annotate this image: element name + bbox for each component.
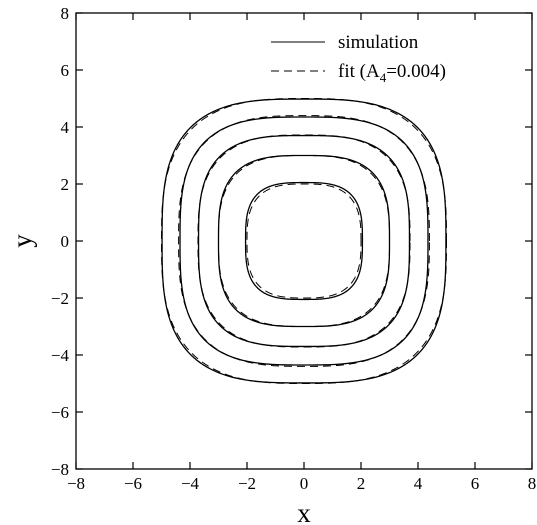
x-tick-label: 6 <box>471 474 480 493</box>
x-tick-label: −6 <box>124 474 142 493</box>
fit-contour <box>246 183 362 299</box>
fit-contour <box>217 154 390 328</box>
y-tick-label: 4 <box>61 118 70 137</box>
x-tick-label: 2 <box>357 474 366 493</box>
y-tick-label: 8 <box>61 4 70 23</box>
simulation-contour <box>244 181 364 301</box>
x-tick-label: −4 <box>181 474 200 493</box>
legend-label-simulation: simulation <box>338 32 419 53</box>
y-tick-label: 0 <box>61 232 70 251</box>
plot-frame <box>75 12 533 470</box>
x-tick-label: −8 <box>67 474 85 493</box>
x-tick-label: −2 <box>238 474 256 493</box>
simulation-contour <box>161 98 447 384</box>
tick-labels: −8 −6 −4 −2 0 2 4 6 8 8 6 4 2 0 −2 −4 −6 −8 <box>51 4 536 493</box>
legend-label-fit: fit (A4=0.004) <box>338 61 446 85</box>
y-tick-label: −4 <box>51 346 70 365</box>
fit-contour <box>160 97 447 385</box>
y-tick-label: −6 <box>51 403 69 422</box>
fit-contour <box>197 134 411 348</box>
simulation-contour <box>197 134 411 348</box>
y-tick-label: −8 <box>51 460 69 479</box>
y-tick-label: −2 <box>51 289 69 308</box>
legend: simulation fit (A4=0.004) <box>271 32 446 85</box>
x-tick-label: 8 <box>528 474 537 493</box>
simulation-contour <box>217 154 391 328</box>
fit-contour <box>178 115 430 367</box>
x-tick-label: 0 <box>300 474 309 493</box>
y-tick-label: 6 <box>61 61 70 80</box>
y-axis-label: y <box>7 234 37 248</box>
contour-curves <box>160 97 447 385</box>
y-tick-label: 2 <box>61 175 70 194</box>
x-tick-label: 4 <box>414 474 423 493</box>
axis-ticks <box>75 12 533 470</box>
simulation-contour <box>179 116 429 366</box>
x-axis-label: x <box>297 498 311 525</box>
